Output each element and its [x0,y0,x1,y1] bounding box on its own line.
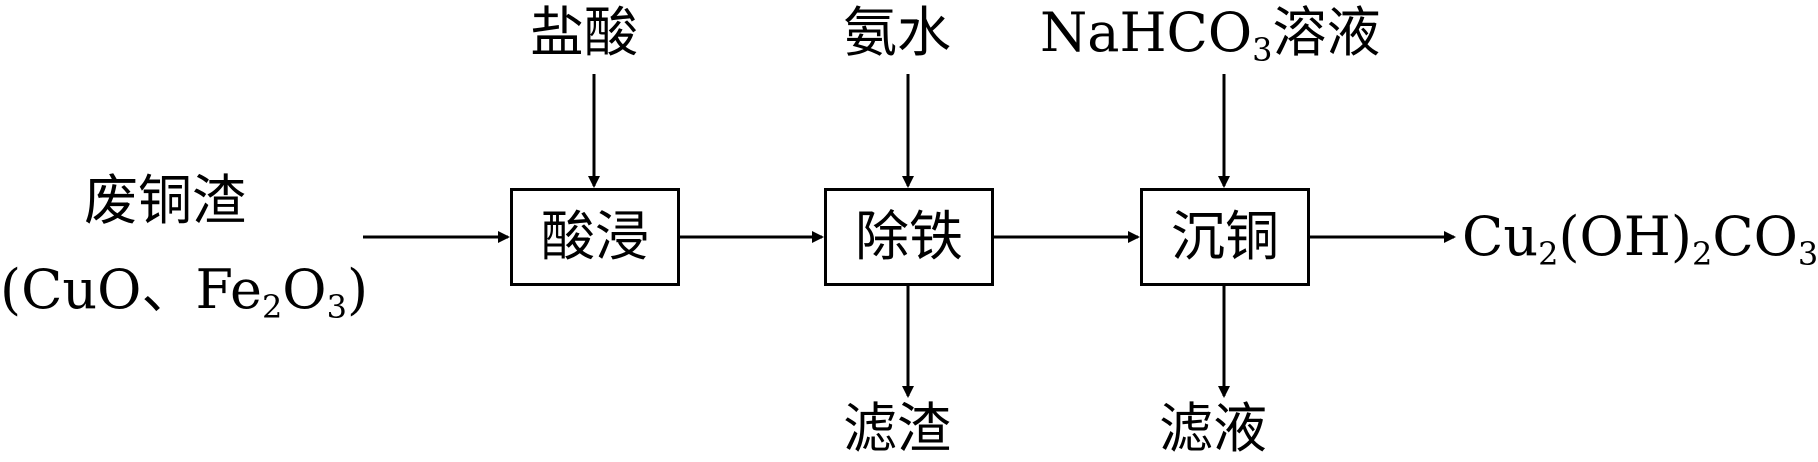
reagent-sodium-bicarbonate-solution: NaHCO3溶液 [1040,6,1380,67]
product-cu: Cu [1462,205,1539,268]
composition-fe: Fe [195,258,262,321]
bicarbonate-subscript: 3 [1252,31,1273,69]
product-basic-copper-carbonate: Cu2(OH)2CO3 [1462,210,1818,271]
product-carbonate-subscript: 3 [1797,235,1818,273]
step-copper-precipitation: 沉铜 [1140,188,1310,286]
product-hydroxide: (OH) [1558,205,1692,268]
output-filter-residue: 滤渣 [843,397,951,460]
output-filtrate: 滤液 [1159,397,1267,460]
composition-separator: 、 [141,258,196,321]
composition-cuo: CuO [21,258,142,321]
reagent-hydrochloric-acid: 盐酸 [530,1,638,64]
raw-material-composition: (CuO、Fe2O3) [0,263,368,324]
composition-open-paren: ( [0,258,22,321]
step-copper-precipitation-label: 沉铜 [1171,205,1279,268]
product-cu-subscript: 2 [1538,235,1559,273]
step-iron-removal: 除铁 [824,188,994,286]
raw-material-name: 废铜渣 [84,169,246,232]
step-acid-leaching-label: 酸浸 [541,205,649,268]
product-hydroxide-subscript: 2 [1691,235,1713,273]
bicarbonate-suffix: 溶液 [1272,1,1381,64]
bicarbonate-formula: NaHCO [1040,1,1253,64]
step-iron-removal-label: 除铁 [855,205,963,268]
composition-close-paren: ) [346,258,369,321]
composition-fe-subscript: 2 [261,288,283,326]
composition-o: O [282,258,327,321]
composition-o-subscript: 3 [326,288,347,326]
reagent-ammonia-water: 氨水 [843,1,951,64]
product-carbonate: CO [1712,205,1798,268]
step-acid-leaching: 酸浸 [510,188,680,286]
